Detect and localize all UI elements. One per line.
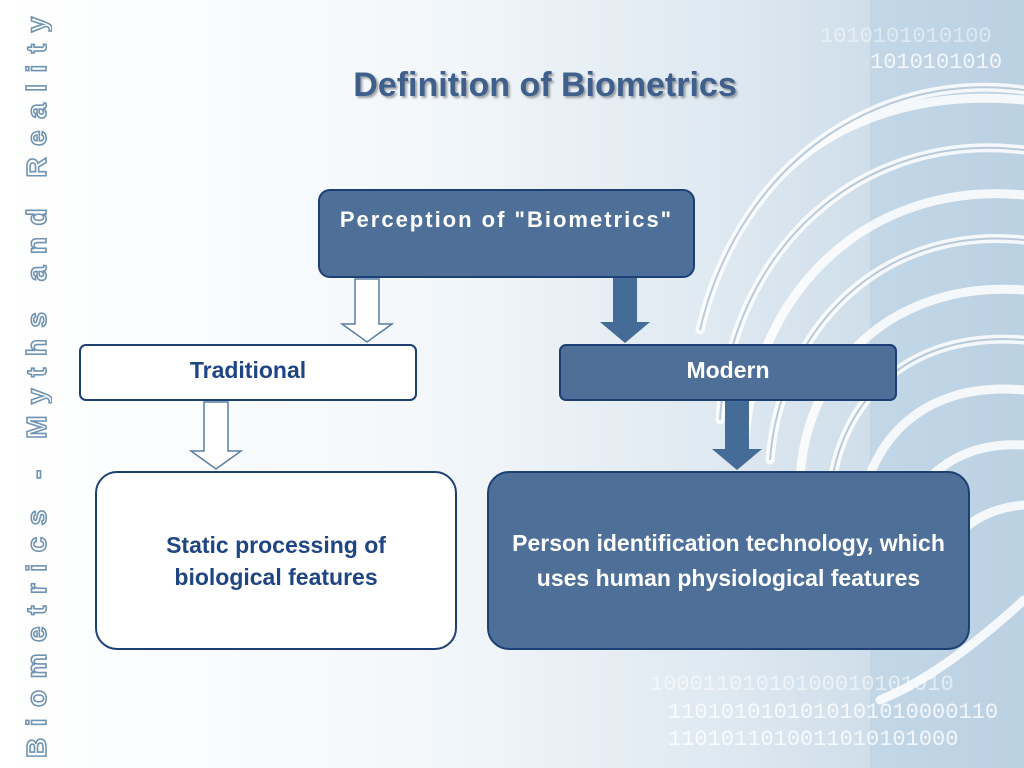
static-processing-text: Static processing of biological features <box>166 531 386 590</box>
slide-title: Definition of Biometrics <box>353 66 737 104</box>
side-caption-text: Biometrics - Myths and Reality <box>21 5 52 758</box>
perception-box: Perception of "Biometrics" <box>318 189 695 278</box>
hollow-arrow-to-traditional <box>340 278 394 343</box>
binary-digits: 1010101010100 <box>820 24 992 49</box>
binary-digits: 1101010101010101010000110 <box>668 700 998 725</box>
solid-arrow-to-modern <box>600 278 650 343</box>
solid-arrow-to-person <box>712 401 762 470</box>
hollow-arrow-to-static <box>189 401 243 470</box>
static-processing-box: Static processing of biological features <box>95 471 457 650</box>
traditional-box: Traditional <box>79 344 417 401</box>
side-caption: Biometrics - Myths and Reality <box>20 5 52 759</box>
person-identification-text: Person identification technology, which … <box>512 529 945 591</box>
binary-digits: 10001101010100010101010 <box>650 672 954 697</box>
person-identification-box: Person identification technology, which … <box>487 471 970 650</box>
modern-label: Modern <box>686 357 770 383</box>
binary-digits: 1101011010011010101000 <box>668 727 958 752</box>
perception-label: Perception of "Biometrics" <box>339 207 674 232</box>
traditional-label: Traditional <box>189 357 307 383</box>
binary-digits: 1010101010 <box>870 50 1002 75</box>
modern-box: Modern <box>559 344 897 401</box>
